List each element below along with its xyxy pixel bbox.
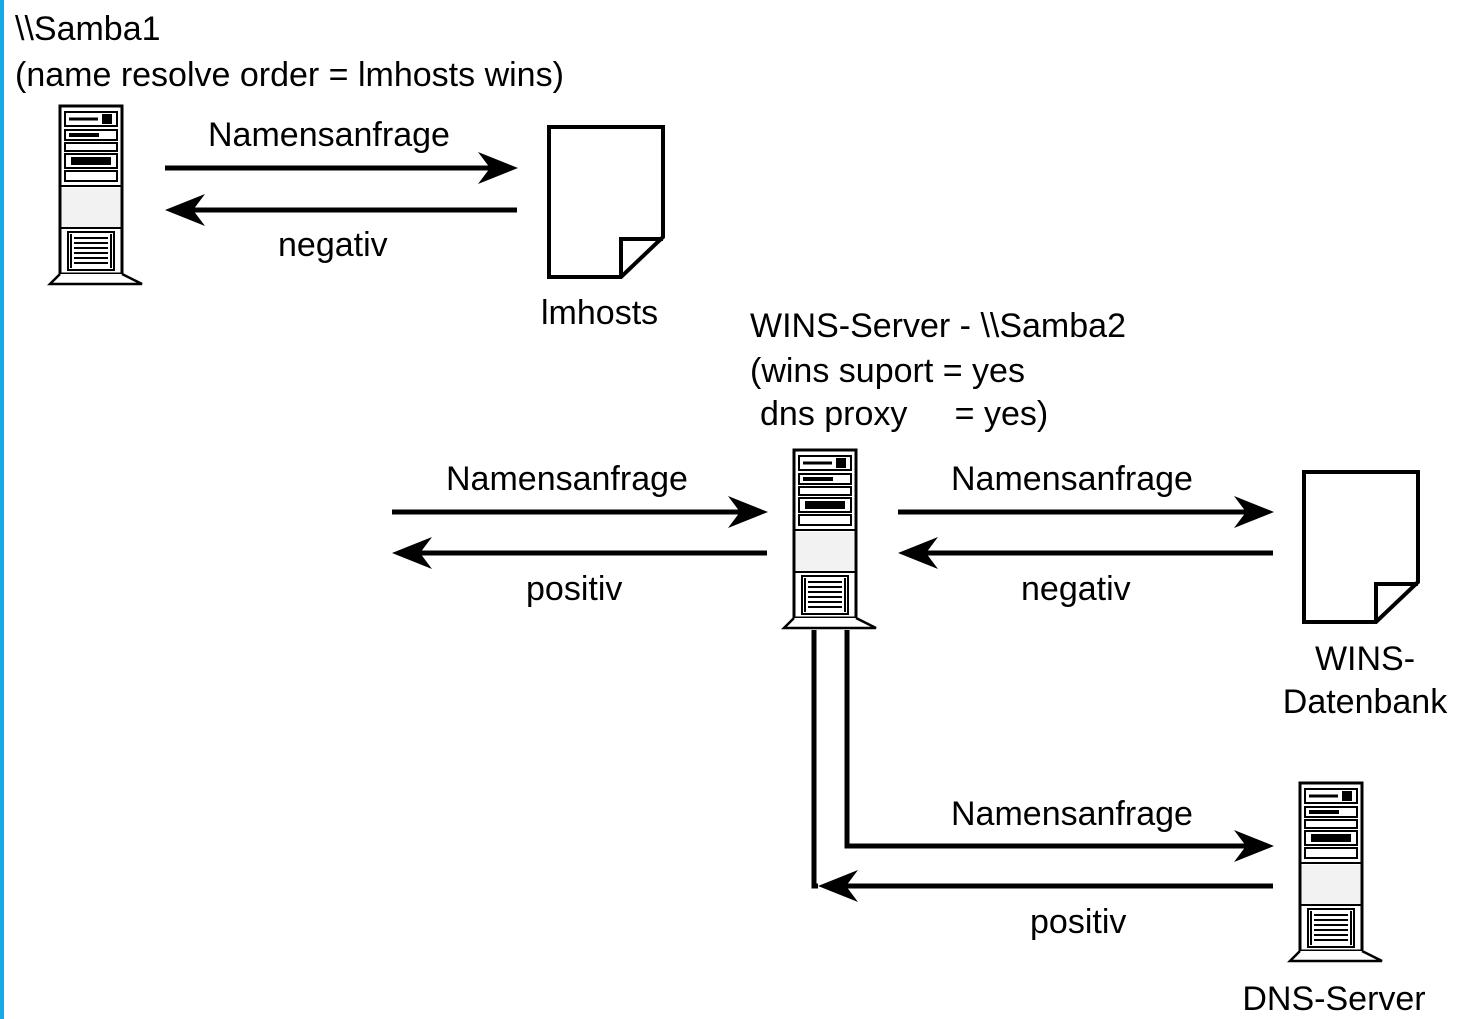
dns-request-label: Namensanfrage [951,795,1193,833]
wins-client-response-label: positiv [526,570,622,608]
wins-db-document-icon [1302,470,1420,624]
wins-server-icon [782,448,878,630]
samba1-name: \\Samba1 [15,10,161,48]
wins-server-title: WINS-Server - \\Samba2 [750,307,1126,345]
samba1-server-icon [48,104,144,286]
samba1-config: (name resolve order = lmhosts wins) [15,56,564,94]
wins-server-config-2: dns proxy = yes) [760,395,1048,433]
dns-server-label: DNS-Server [1242,980,1425,1018]
wins-client-request-label: Namensanfrage [446,460,688,498]
wins-db-label-1: WINS- [1315,640,1415,678]
lmhosts-label: lmhosts [541,294,658,332]
client-to-wins-arrow [392,496,768,528]
db-to-wins-arrow [898,537,1273,569]
lmhosts-request-label: Namensanfrage [208,116,450,154]
lmhosts-document-icon [547,125,665,279]
lmhosts-response-label: negativ [278,226,388,264]
dns-to-wins-arrow [811,630,1273,902]
wins-to-db-arrow [898,496,1274,528]
left-accent-bar [0,0,4,1019]
dns-response-label: positiv [1030,903,1126,941]
wins-db-label-2: Datenbank [1283,683,1448,721]
wins-to-client-arrow [392,537,767,569]
wins-server-config-1: (wins suport = yes [750,352,1025,390]
samba1-to-lmhosts-arrow [165,152,518,184]
dns-server-icon [1288,781,1384,963]
lmhosts-to-samba1-arrow [165,194,517,226]
wins-db-response-label: negativ [1021,570,1131,608]
wins-to-dns-arrow [844,630,1274,862]
wins-db-request-label: Namensanfrage [951,460,1193,498]
